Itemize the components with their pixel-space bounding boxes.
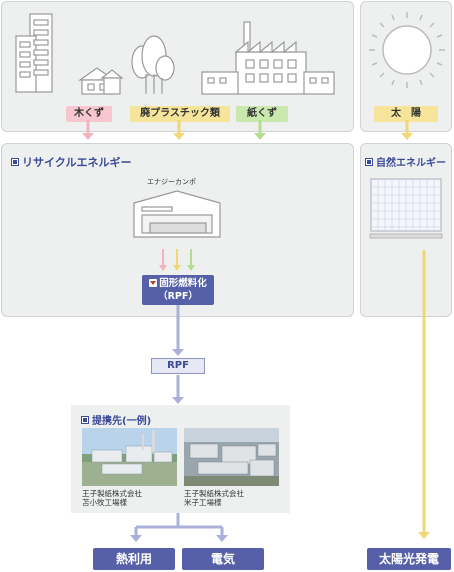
fuel-marker-icon (149, 279, 158, 287)
solid-fuel-line1-row: 固形燃料化 (142, 277, 214, 290)
partners-box: 提携先(一例) 王子製紙株式会社 苫小牧工場様 王子製紙株式会社 米子工場様 (71, 405, 290, 513)
company-label: エナジーカンポ (147, 178, 196, 186)
natural-energy-title: 自然エネルギー (376, 158, 446, 169)
solid-fuel-line1: 固形燃料化 (159, 278, 207, 289)
partner-caption-2: 王子製紙株式会社 米子工場様 (184, 489, 244, 507)
square-bullet-icon (81, 415, 89, 424)
output-connector (130, 513, 228, 542)
partner-1-company: 王子製紙株式会社 (82, 489, 142, 498)
solid-fuel-box: 固形燃料化 （RPF） (142, 275, 214, 305)
paper-tag: 紙くず (236, 106, 288, 122)
buildings-illustration (15, 13, 335, 95)
plastic-tag: 廃プラスチック類 (130, 106, 230, 122)
electricity-box: 電気 (182, 548, 264, 570)
square-bullet-icon (11, 158, 19, 166)
natural-energy-panel: 自然エネルギー (360, 143, 452, 317)
wood-tag: 木くず (66, 106, 112, 122)
sources-panel: 木くず 廃プラスチック類 紙くず (1, 1, 354, 132)
solar-power-box: 太陽光発電 (367, 548, 451, 570)
yonago-mill-photo (184, 428, 279, 486)
solid-fuel-line2: （RPF） (158, 291, 198, 302)
solar-panel-illustration (369, 178, 443, 239)
partner-1-site: 苫小牧工場様 (82, 498, 127, 507)
partner-caption-1: 王子製紙株式会社 苫小牧工場様 (82, 489, 142, 507)
partner-2-company: 王子製紙株式会社 (184, 489, 244, 498)
solar-connector (418, 250, 430, 539)
rpf-box: RPF (151, 358, 205, 374)
natural-energy-title-row: 自然エネルギー (365, 154, 446, 169)
sun-tag: 太 陽 (374, 106, 438, 122)
heat-utilization-box: 熱利用 (93, 548, 175, 570)
sun-panel: 太 陽 (360, 1, 452, 132)
sun-illustration (369, 12, 445, 88)
square-bullet-icon (365, 157, 373, 166)
rpf-connector (172, 305, 184, 404)
recycle-energy-title-row: リサイクルエネルギー (11, 154, 131, 170)
tomakomai-mill-photo (82, 428, 177, 486)
partners-title: 提携先(一例) (92, 416, 152, 427)
partners-title-row: 提携先(一例) (81, 412, 151, 427)
feed-arrows (159, 249, 195, 271)
plant-building-illustration (133, 190, 221, 238)
recycle-energy-panel: リサイクルエネルギー エナジーカンポ 固形燃料化 （RPF） (1, 143, 354, 317)
recycle-energy-title: リサイクルエネルギー (22, 156, 132, 169)
partner-2-site: 米子工場様 (184, 498, 222, 507)
source-arrows (82, 120, 413, 140)
